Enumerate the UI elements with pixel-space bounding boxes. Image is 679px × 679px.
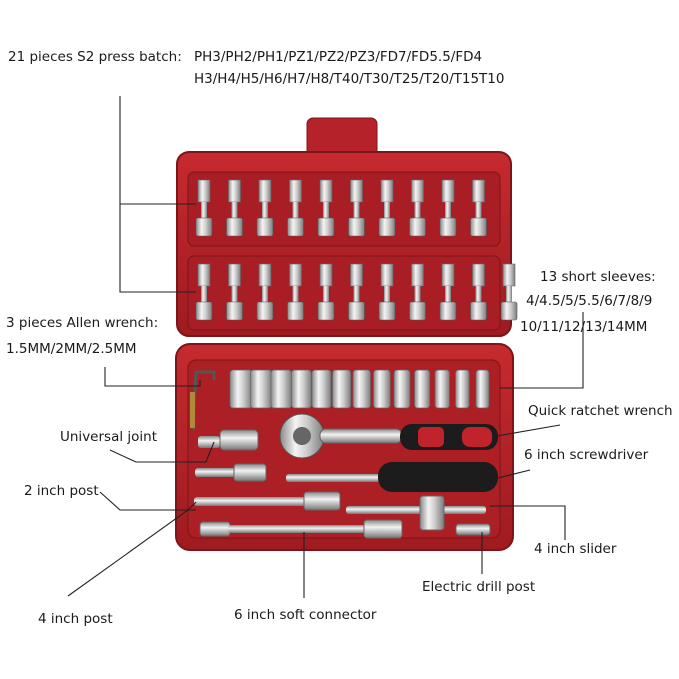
- flex-extension: [199, 519, 403, 539]
- socket: [475, 369, 490, 409]
- socket: [455, 369, 470, 409]
- bit: [317, 263, 335, 321]
- slider-4in-label: 4 inch slider: [534, 541, 617, 557]
- bit: [470, 263, 487, 321]
- bit: [348, 263, 365, 321]
- screwdriver: [286, 462, 498, 492]
- socket: [250, 369, 273, 409]
- bits-row-2: [195, 263, 518, 321]
- ratchet-wrench: [279, 413, 498, 459]
- bit: [287, 179, 304, 237]
- extension-2in: [195, 463, 267, 482]
- socket: [311, 369, 332, 409]
- bit: [378, 263, 396, 321]
- bit: [470, 179, 487, 237]
- socket: [352, 369, 371, 409]
- socket: [434, 369, 450, 409]
- bit: [348, 179, 365, 237]
- bits-title-label: 21 pieces S2 press batch:: [8, 49, 182, 65]
- bits-line-2: H3/H4/H5/H6/H7/H8/T40/T30/T25/T20/T15T10: [194, 71, 505, 87]
- quick-ratchet-label: Quick ratchet wrench: [528, 403, 673, 419]
- soft-connector-label: 6 inch soft connector: [234, 607, 377, 623]
- universal-joint-label: Universal joint: [60, 429, 157, 445]
- screwdriver-label: 6 inch screwdriver: [524, 447, 649, 463]
- socket: [291, 369, 312, 409]
- sleeves-line-2: 10/11/12/13/14MM: [520, 319, 648, 335]
- socket: [373, 369, 391, 409]
- post-2in-label: 2 inch post: [24, 483, 99, 499]
- bit: [500, 263, 518, 321]
- post-4in-label: 4 inch post: [38, 611, 113, 627]
- bit: [317, 179, 335, 237]
- bit: [226, 179, 243, 237]
- extension-4in: [194, 491, 341, 511]
- socket: [393, 369, 411, 409]
- bit: [256, 263, 274, 321]
- allen-sizes-label: 1.5MM/2MM/2.5MM: [6, 341, 137, 357]
- drill-adapter: [455, 523, 491, 536]
- t-slider: [346, 495, 486, 531]
- socket: [270, 369, 292, 409]
- sleeves-line-1: 4/4.5/5/5.5/6/7/8/9: [526, 293, 653, 309]
- universal-joint: [198, 429, 259, 451]
- allen-wrench: [190, 370, 216, 431]
- bit: [287, 263, 304, 321]
- sockets-row: [229, 369, 490, 409]
- leader-lines: [67, 96, 584, 598]
- allen-title-label: 3 pieces Allen wrench:: [6, 315, 159, 331]
- bit: [256, 179, 274, 237]
- bit: [195, 179, 213, 237]
- socket: [332, 369, 352, 409]
- bit: [195, 263, 213, 321]
- bits-row-1: [195, 179, 487, 237]
- bit: [409, 263, 426, 321]
- bit: [439, 263, 457, 321]
- sleeves-title-label: 13 short sleeves:: [540, 269, 656, 285]
- bit: [439, 179, 457, 237]
- bit: [378, 179, 396, 237]
- drill-post-label: Electric drill post: [422, 579, 536, 595]
- bits-line-1: PH3/PH2/PH1/PZ1/PZ2/PZ3/FD7/FD5.5/FD4: [194, 49, 483, 65]
- bit: [226, 263, 243, 321]
- socket: [229, 369, 253, 409]
- socket: [414, 369, 431, 409]
- bit: [409, 179, 426, 237]
